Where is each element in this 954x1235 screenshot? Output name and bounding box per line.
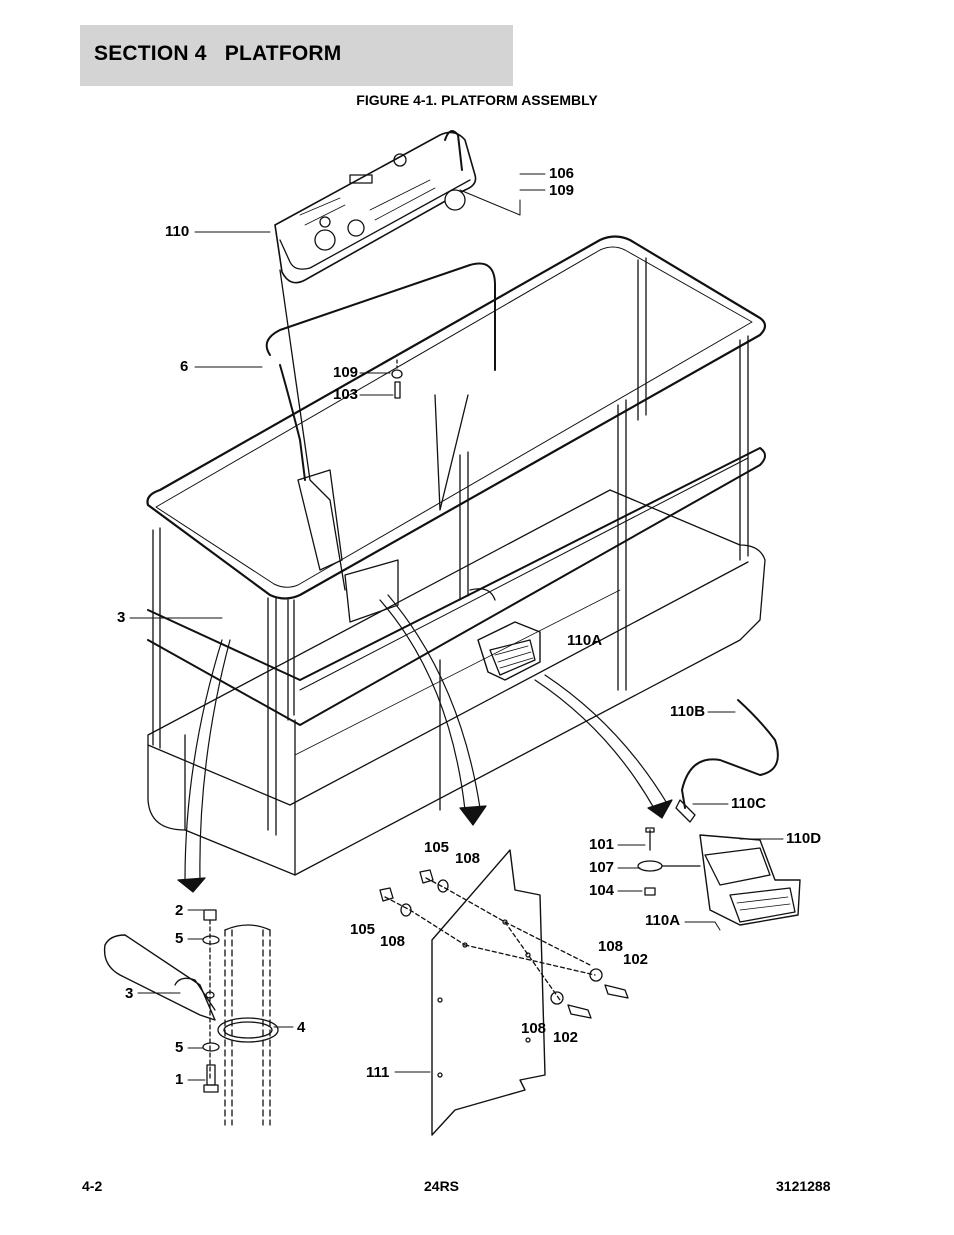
callout-109: 109	[549, 182, 575, 199]
callout-108: 108	[380, 933, 406, 950]
figure-number: FIGURE 4-1.	[356, 92, 438, 108]
control-box	[274, 130, 521, 284]
callout-101: 101	[589, 836, 615, 853]
callout-3: 3	[117, 609, 126, 626]
callout-103: 103	[333, 386, 359, 403]
callout-108: 108	[598, 938, 624, 955]
callout-106: 106	[549, 165, 575, 182]
callout-6: 6	[180, 358, 189, 375]
leader-lines	[129, 173, 784, 1081]
figure-title: FIGURE 4-1. PLATFORM ASSEMBLY	[0, 92, 954, 108]
rail-pin-detail	[103, 909, 279, 1126]
foot-switch-installed	[477, 621, 541, 681]
model-name: 24RS	[424, 1178, 460, 1194]
callout-102: 102	[623, 951, 649, 968]
fastener-103-109	[391, 359, 403, 399]
callout-arrows	[177, 594, 673, 893]
callout-5: 5	[175, 1039, 184, 1056]
callout-109: 109	[333, 364, 359, 381]
callout-102: 102	[553, 1029, 579, 1046]
section-header: SECTION 4 PLATFORM	[80, 25, 513, 86]
page-number: 4-2	[82, 1178, 103, 1194]
document-number: 3121288	[776, 1178, 831, 1194]
callout-1: 1	[175, 1071, 184, 1088]
callout-110d: 110D	[786, 830, 822, 847]
foot-switch-detail	[637, 699, 801, 926]
figure-caption: PLATFORM ASSEMBLY	[441, 92, 598, 108]
callout-111: 111	[366, 1064, 390, 1081]
callout-108: 108	[455, 850, 481, 867]
callout-110c: 110C	[731, 795, 767, 812]
callout-110a: 110A	[645, 912, 681, 929]
mount-plate-detail	[379, 849, 629, 1136]
callout-110a: 110A	[567, 632, 603, 649]
callout-3: 3	[125, 985, 134, 1002]
callout-5: 5	[175, 930, 184, 947]
callout-107: 107	[589, 859, 615, 876]
callout-108: 108	[521, 1020, 547, 1037]
callout-105: 105	[350, 921, 376, 938]
callout-4: 4	[297, 1019, 306, 1036]
platform-basket	[146, 235, 767, 876]
callout-105: 105	[424, 839, 450, 856]
callout-110: 110	[165, 223, 190, 240]
section-title: SECTION 4 PLATFORM	[94, 42, 342, 65]
callout-104: 104	[589, 882, 615, 899]
callout-2: 2	[175, 902, 184, 919]
callout-110b: 110B	[670, 703, 706, 720]
